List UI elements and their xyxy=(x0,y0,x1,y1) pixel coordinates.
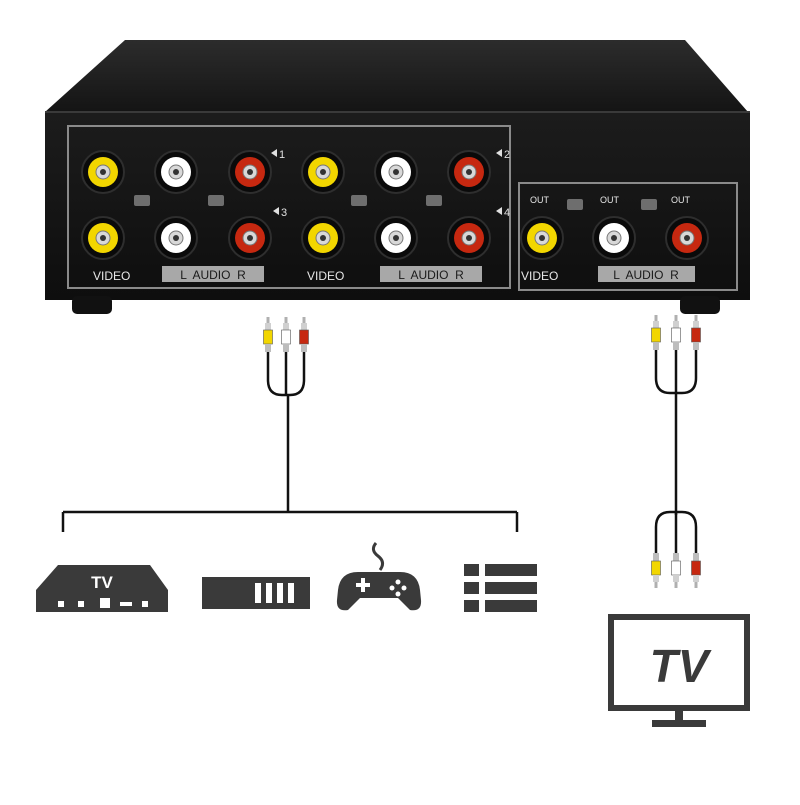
output-leds xyxy=(567,199,657,210)
rca-plug xyxy=(691,553,701,588)
led-indicator xyxy=(134,195,150,206)
video-jack[interactable] xyxy=(81,150,125,194)
label-audio-output: L AUDIO R xyxy=(613,268,679,282)
audio-right-jack[interactable] xyxy=(228,216,272,260)
label-audio-input-left: L AUDIO R xyxy=(180,268,246,282)
rca-plug xyxy=(299,317,309,352)
audio-right-jack[interactable] xyxy=(665,216,709,260)
audio-right-jack[interactable] xyxy=(228,150,272,194)
switch-top-face xyxy=(45,40,748,112)
label-video-input-right: VIDEO xyxy=(307,269,344,283)
led-indicator xyxy=(641,199,657,210)
video-jack[interactable] xyxy=(520,216,564,260)
marker-arrow-icon xyxy=(273,207,279,215)
label-out-video: OUT xyxy=(530,195,550,205)
video-jack[interactable] xyxy=(81,216,125,260)
audio-left-jack[interactable] xyxy=(374,216,418,260)
game-controller-icon xyxy=(336,542,422,611)
tv-label: TV xyxy=(650,640,712,692)
rca-plug xyxy=(263,317,273,352)
input-panel-frame xyxy=(67,125,511,289)
label-out-audio-right: OUT xyxy=(671,195,691,205)
audio-right-jack[interactable] xyxy=(447,216,491,260)
switch-foot-right xyxy=(680,296,720,314)
label-audio-bg-right xyxy=(380,266,482,282)
input-leds xyxy=(134,195,442,206)
rca-plug xyxy=(671,553,681,588)
input-markers: 1 2 3 4 xyxy=(271,149,510,219)
rca-jacks xyxy=(81,150,709,260)
rca-plug xyxy=(651,553,661,588)
output-panel-frame xyxy=(518,182,738,291)
tv-icon: TV xyxy=(608,614,750,727)
label-audio-input-right: L AUDIO R xyxy=(398,268,464,282)
audio-left-jack[interactable] xyxy=(154,150,198,194)
marker-arrow-icon xyxy=(496,207,502,215)
led-indicator xyxy=(208,195,224,206)
marker-1: 1 xyxy=(279,149,285,161)
video-jack[interactable] xyxy=(301,216,345,260)
set-top-box-label: TV xyxy=(91,573,113,592)
marker-2: 2 xyxy=(504,149,510,161)
media-list-icon xyxy=(464,564,537,612)
rca-plug xyxy=(651,315,661,350)
led-indicator xyxy=(351,195,367,206)
label-audio-bg-left xyxy=(162,266,264,282)
input-cable-plugs xyxy=(263,317,309,352)
audio-right-jack[interactable] xyxy=(447,150,491,194)
marker-4: 4 xyxy=(504,207,510,219)
switch-foot-left xyxy=(72,296,112,314)
video-jack[interactable] xyxy=(301,150,345,194)
rca-plug xyxy=(691,315,701,350)
dvd-player-icon xyxy=(202,577,310,609)
label-audio-bg-output xyxy=(598,266,695,282)
led-indicator xyxy=(567,199,583,210)
input-cable xyxy=(61,352,519,532)
set-top-box-icon: TV xyxy=(36,565,168,612)
audio-left-jack[interactable] xyxy=(592,216,636,260)
label-video-input-left: VIDEO xyxy=(93,269,130,283)
audio-left-jack[interactable] xyxy=(154,216,198,260)
label-out-audio-left: OUT xyxy=(600,195,620,205)
audio-left-jack[interactable] xyxy=(374,150,418,194)
output-cable xyxy=(654,350,698,555)
output-cable-plugs xyxy=(651,315,701,588)
av-switch-box: 1 2 3 4 VIDEO L AUDIO R VIDEO L AUDIO R … xyxy=(45,40,750,314)
rca-plug xyxy=(281,317,291,352)
marker-3: 3 xyxy=(281,207,287,219)
label-video-output: VIDEO xyxy=(521,269,558,283)
rca-plug xyxy=(671,315,681,350)
marker-arrow-icon xyxy=(496,149,502,157)
led-indicator xyxy=(426,195,442,206)
marker-arrow-icon xyxy=(271,149,277,157)
